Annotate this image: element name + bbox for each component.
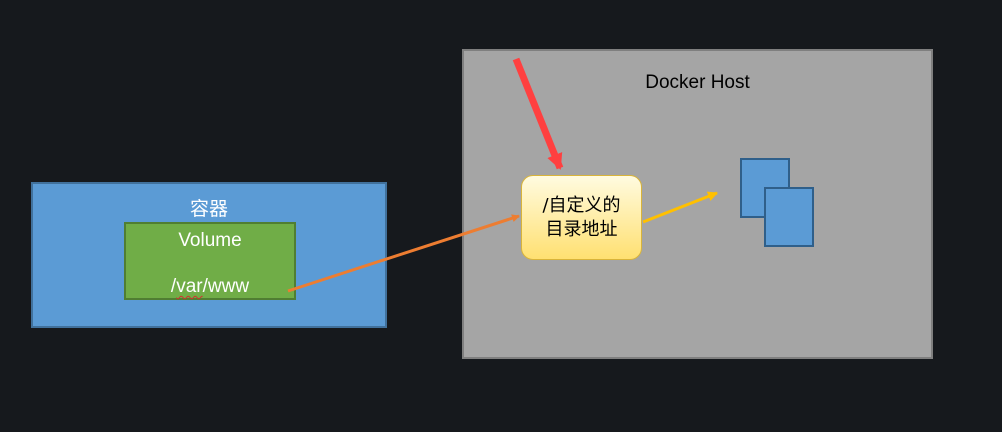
container-label: 容器 — [189, 198, 228, 220]
volume-path-suffix: /www — [202, 276, 250, 297]
custom-directory-line1: /自定义的 — [542, 195, 621, 216]
volume-path-prefix: / — [170, 276, 177, 297]
custom-directory-line2: 目录地址 — [545, 219, 618, 240]
custom-directory-text: /自定义的 目录地址 — [522, 194, 641, 242]
custom-directory-box: /自定义的 目录地址 — [521, 175, 642, 260]
docker-host-label: Docker Host — [645, 72, 750, 93]
volume-label: Volume — [178, 230, 242, 251]
volume-box: Volume /var/www — [124, 222, 296, 300]
volume-path: /var/www — [126, 276, 294, 298]
volume-path-var: var — [176, 276, 203, 297]
file-icon-front — [764, 187, 814, 247]
